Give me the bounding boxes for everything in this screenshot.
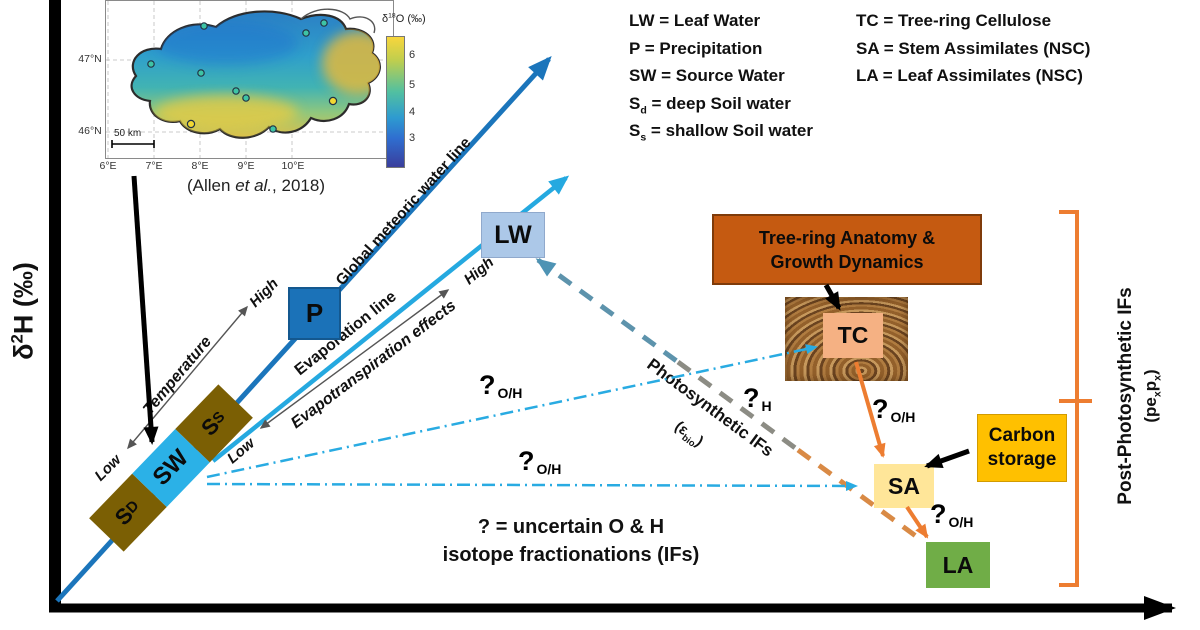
colorbar xyxy=(386,36,405,168)
colorbar-tick: 6 xyxy=(409,49,416,61)
node-precipitation: P xyxy=(288,287,341,340)
lon-tick: 10°E xyxy=(281,160,305,172)
legend-left: LW = Leaf Water P = Precipitation SW = S… xyxy=(629,11,813,149)
colorbar-tick: 3 xyxy=(409,132,416,144)
temperature-high-label: High xyxy=(246,275,282,311)
map-inset: 50 km xyxy=(105,0,394,159)
legend-item: Sd = deep Soil water xyxy=(629,93,791,116)
uncertain-oh-label-to-tc: ?O/H xyxy=(479,370,523,402)
temperature-low-label: Low xyxy=(91,451,125,485)
node-leaf-water: LW xyxy=(481,212,545,258)
uncertain-oh-label-sa-la: ?O/H xyxy=(930,499,974,531)
sa-to-la-arrow xyxy=(905,505,929,539)
legend-item: LW = Leaf Water xyxy=(629,11,761,30)
uncertain-oh-label-tc-sa: ?O/H xyxy=(872,394,916,426)
ebio-label: (εbio) xyxy=(671,417,707,451)
map-caption: (Allen et al., 2018) xyxy=(187,176,325,195)
uncertain-oh-label-to-sa: ?O/H xyxy=(518,446,562,478)
photosynthetic-if-dash-1 xyxy=(535,257,680,365)
uncertain-h-label: ?H xyxy=(743,383,772,415)
lat-tick: 46°N xyxy=(78,125,102,137)
scale-bar-label: 50 km xyxy=(114,128,142,139)
lon-tick: 8°E xyxy=(191,160,209,172)
legend-item: Ss = shallow Soil water xyxy=(629,121,813,144)
post-photosynthetic-bracket xyxy=(1059,210,1092,587)
colorbar-label: δ18O (‰) xyxy=(382,12,426,25)
anatomy-callout: Tree-ring Anatomy &Growth Dynamics xyxy=(712,214,982,285)
legend-item: TC = Tree-ring Cellulose xyxy=(856,11,1052,30)
sw-to-sa-dashdot xyxy=(206,480,858,491)
legend-item: P = Precipitation xyxy=(629,38,763,58)
legend-item: SA = Stem Assimilates (NSC) xyxy=(856,38,1091,58)
colorbar-tick: 5 xyxy=(409,79,416,91)
switzerland-map xyxy=(106,1,393,158)
post-photosynthetic-label: Post-Photosynthetic IFs (pexpx) xyxy=(1115,287,1164,505)
sampling-sites xyxy=(147,19,338,133)
lat-tick: 47°N xyxy=(78,53,102,65)
legend-right: TC = Tree-ring Cellulose SA = Stem Assim… xyxy=(856,11,1090,94)
node-tree-ring-cellulose: TC xyxy=(823,313,883,358)
lon-tick: 7°E xyxy=(145,160,163,172)
legend-item: LA = Leaf Assimilates (NSC) xyxy=(856,66,1083,85)
node-stem-assimilates: SA xyxy=(874,464,934,508)
lon-tick: 9°E xyxy=(237,160,255,172)
y-axis-label: δ2H (‰) xyxy=(7,262,39,360)
scale-bar xyxy=(111,140,155,148)
lon-tick: 6°E xyxy=(99,160,117,172)
evapotranspiration-high-label: High xyxy=(460,253,498,289)
colorbar-tick: 4 xyxy=(409,106,416,118)
node-leaf-assimilates: LA xyxy=(926,542,990,588)
legend-item: SW = Source Water xyxy=(629,66,785,85)
